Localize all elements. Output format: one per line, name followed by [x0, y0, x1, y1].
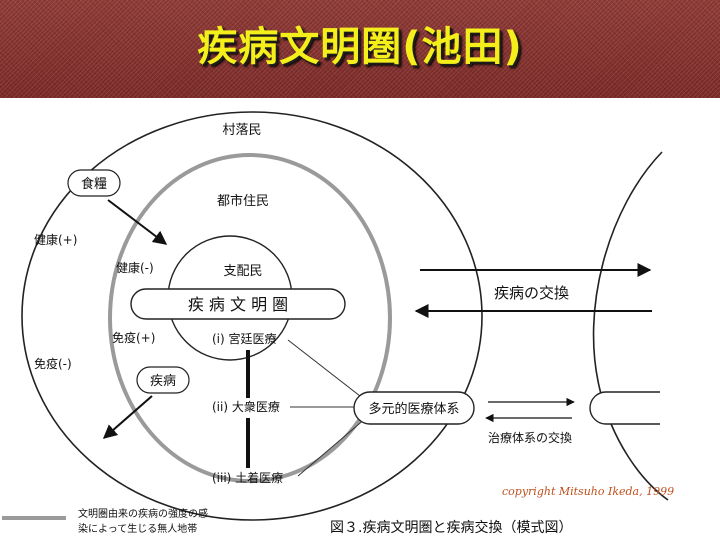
ruling-label: 支配民 — [223, 264, 262, 279]
disease-label: 疾病 — [150, 374, 176, 389]
food-label: 食糧 — [81, 176, 107, 192]
connector-folk — [297, 417, 367, 477]
copyright-text: copyright Mitsuho Ikeda, 1999 — [502, 485, 674, 498]
city-label: 都市住民 — [217, 193, 269, 209]
civilization-bar — [130, 288, 346, 320]
immunity-plus-label: 免疫(+) — [112, 330, 155, 345]
figure-caption: 図３.疾病文明圏と疾病交換（模式図） — [330, 519, 572, 536]
disease-bubble — [136, 366, 190, 394]
pluralistic-medicine-box — [353, 391, 475, 425]
connector-court — [287, 339, 361, 397]
health-minus-label: 健康(-) — [116, 260, 154, 275]
health-plus-label: 健康(+) — [34, 232, 77, 247]
food-arrow — [107, 199, 168, 245]
civilization-bar-label: 疾 病 文 明 圏 — [188, 295, 288, 314]
food-bubble — [67, 169, 121, 197]
medical-exchange-label: 治療体系の交換 — [488, 430, 572, 445]
folk-medicine-label: (iii) 土着医療 — [212, 470, 283, 485]
pluralistic-medicine-label: 多元的医療体系 — [368, 401, 459, 417]
village-circle — [21, 111, 483, 521]
popular-medicine-label: (ii) 大衆医療 — [212, 400, 280, 414]
no-mans-land-ring — [108, 153, 392, 483]
other-civilization-arc — [592, 151, 669, 501]
page-title: 疾病文明圏(池田) — [197, 24, 523, 70]
header-banner — [0, 0, 720, 98]
immunity-minus-label: 免疫(-) — [34, 356, 72, 371]
court-medicine-label: (i) 宮廷医療 — [212, 331, 277, 346]
disease-arrow — [102, 395, 153, 439]
village-label: 村落民 — [222, 123, 261, 138]
legend-line-2: 染によって生じる無人地帯 — [78, 522, 197, 535]
disease-exchange-label: 疾病の交換 — [494, 284, 569, 302]
legend-line-1: 文明圏由来の疾病の強度の感 — [78, 507, 208, 520]
other-medicine-box — [589, 391, 660, 425]
